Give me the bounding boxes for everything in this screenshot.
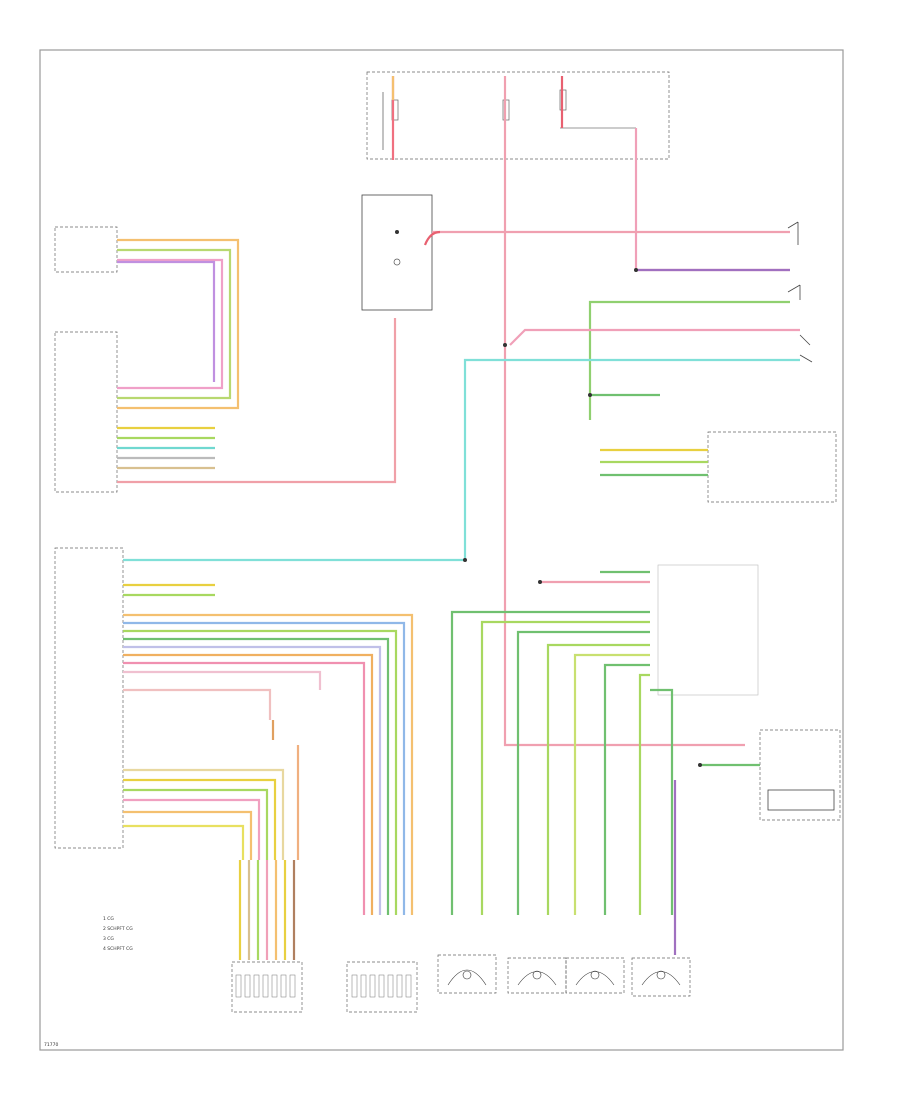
brake-switch-upper bbox=[787, 221, 799, 245]
wire-green-speed-control bbox=[117, 248, 232, 400]
fuse-top-left bbox=[382, 92, 399, 150]
relay-module bbox=[361, 194, 433, 311]
right-rear-wheel-speed-sensor bbox=[565, 957, 625, 994]
connector-pin bbox=[396, 974, 403, 998]
wire-tan-pcm-12 bbox=[123, 768, 285, 860]
right-front-wheel-speed-sensor bbox=[631, 957, 691, 997]
totally-integrated-power-module bbox=[707, 431, 837, 503]
wire-red-relay-jumper bbox=[423, 230, 441, 246]
wire-green-lf-sensor-1 bbox=[450, 610, 650, 915]
wire-orange-pcm-16 bbox=[123, 810, 253, 860]
wire-pink-speed-control bbox=[117, 258, 224, 390]
relay-coil-icon bbox=[393, 258, 401, 266]
powertrain-control-module bbox=[54, 547, 124, 849]
connector-pin bbox=[244, 974, 251, 998]
wire-pink-brake-feed bbox=[634, 128, 790, 272]
legend-item-2: 2 SCHPFT CG bbox=[103, 926, 133, 932]
splice-dot bbox=[634, 268, 638, 272]
steering-column-control-module bbox=[54, 331, 118, 493]
power-distribution-center bbox=[366, 71, 670, 160]
wire-blue-pcm-2 bbox=[123, 621, 406, 915]
connector-pin bbox=[235, 974, 242, 998]
splice-points bbox=[395, 230, 702, 767]
splice-dot bbox=[395, 230, 399, 234]
splice-dot bbox=[538, 580, 542, 584]
wire-orange-pcm-6 bbox=[123, 653, 374, 915]
connector-pin bbox=[378, 974, 385, 998]
connector-pin bbox=[369, 974, 376, 998]
transmission-range-sensor-pins bbox=[351, 974, 412, 998]
connector-pin bbox=[405, 974, 412, 998]
connector-pin bbox=[253, 974, 260, 998]
left-front-wheel-speed-sensor bbox=[437, 954, 497, 994]
connector-pin bbox=[387, 974, 394, 998]
wire-pink-pcm-8 bbox=[123, 670, 322, 690]
transmission-range-sensor-connector bbox=[346, 961, 418, 1013]
rear-wheel-speed-sensor bbox=[507, 957, 567, 994]
diagram-frame bbox=[39, 49, 844, 1051]
wire-pink-stop-switch bbox=[509, 328, 800, 346]
fuse-top-right bbox=[559, 89, 636, 129]
instrument-cluster bbox=[759, 729, 841, 821]
wire-yellowgreen-rr-1 bbox=[573, 653, 650, 915]
abs-module bbox=[657, 564, 759, 696]
splice-dot bbox=[588, 393, 592, 397]
wire-yellow-pcm-17 bbox=[123, 824, 245, 860]
brake-switch-lower bbox=[787, 284, 801, 300]
diagram-code: 71770 bbox=[44, 1042, 58, 1048]
legend-item-4: 4 SCHPFT CG bbox=[103, 946, 133, 952]
connector-pin bbox=[289, 974, 296, 998]
connector-pin bbox=[351, 974, 358, 998]
wire-lgreen-rf-1 bbox=[638, 673, 650, 915]
speed-control-switch bbox=[54, 226, 118, 273]
cluster-display bbox=[767, 789, 835, 811]
wire-lgreen-pcm-3 bbox=[123, 629, 398, 915]
headlamp-switch-connector bbox=[231, 961, 303, 1013]
headlamp-switch-wire-bundle bbox=[238, 860, 296, 960]
splice-dot bbox=[503, 343, 507, 347]
wire-lavender-pcm-5 bbox=[123, 645, 382, 915]
wire-green-rear-1 bbox=[516, 630, 650, 915]
legend: 1 CG 2 SCHPFT CG 3 CG 4 SCHPFT CG bbox=[103, 916, 133, 952]
splice-dot bbox=[698, 763, 702, 767]
wire-violet-speed-control bbox=[117, 260, 216, 382]
headlamp-switch-pins bbox=[235, 974, 296, 998]
wire-pink-pcm-15 bbox=[123, 798, 261, 860]
wire-orange-speed-control bbox=[117, 238, 240, 410]
wire-green-pcm-4 bbox=[123, 637, 390, 915]
wire-lgreen-rear-2 bbox=[546, 643, 650, 915]
wire-green-brake-switch bbox=[588, 300, 790, 420]
wire-pink-ignition-feed bbox=[503, 76, 745, 747]
stop-lamp-switch bbox=[799, 334, 813, 363]
wire-orange-pcm-1 bbox=[123, 613, 414, 915]
wire-cyan-stop-lamp bbox=[463, 358, 800, 560]
wire-pink-pcm-7 bbox=[123, 661, 366, 915]
connector-pin bbox=[280, 974, 287, 998]
legend-item-3: 3 CG bbox=[103, 936, 114, 942]
wire-lgreen-pcm-14 bbox=[123, 788, 269, 860]
wire-green-rr-2 bbox=[603, 663, 650, 915]
wire-pink-steering-to-relay bbox=[117, 318, 397, 484]
wire-green-rf-2 bbox=[650, 688, 674, 915]
connector-pin bbox=[360, 974, 367, 998]
wire-pink-pcm-9 bbox=[123, 688, 272, 720]
splice-dot bbox=[463, 558, 467, 562]
wire-yellow-pcm-13 bbox=[123, 778, 277, 860]
connector-pin bbox=[271, 974, 278, 998]
legend-item-1: 1 CG bbox=[103, 916, 114, 922]
connector-pin bbox=[262, 974, 269, 998]
wire-lgreen-lf-sensor-2 bbox=[480, 620, 650, 915]
